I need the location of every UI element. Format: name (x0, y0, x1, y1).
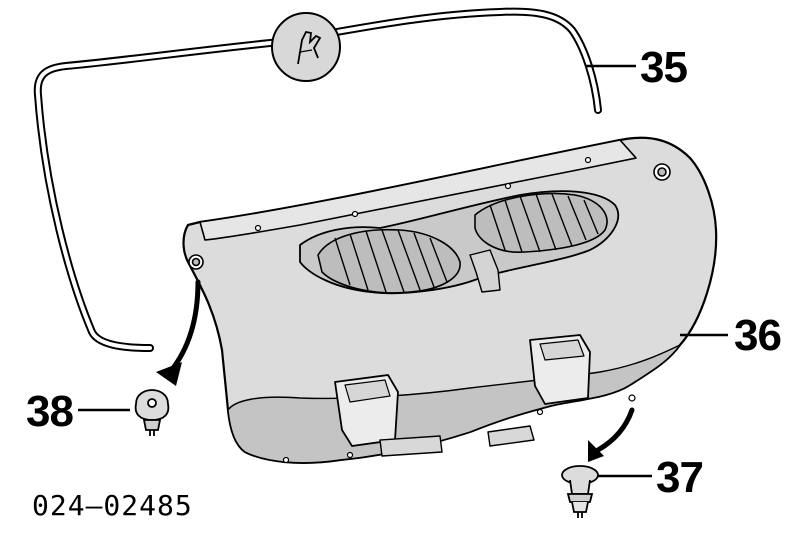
callout-35: 35 (640, 43, 688, 92)
callout-38: 38 (26, 387, 74, 436)
trunk-lid-trim-panel (182, 136, 718, 464)
callout-37: 37 (656, 453, 704, 502)
install-arrow-right (588, 407, 635, 462)
leader-lines (78, 64, 728, 478)
weatherstrip-seal (33, 7, 602, 352)
install-arrow-left (156, 279, 201, 386)
corner-clip-part (134, 389, 170, 436)
lower-clip-part (561, 465, 599, 518)
diagram-number: 024–02485 (32, 489, 193, 522)
callout-36: 36 (734, 311, 782, 360)
seal-clip-icon (271, 12, 341, 82)
